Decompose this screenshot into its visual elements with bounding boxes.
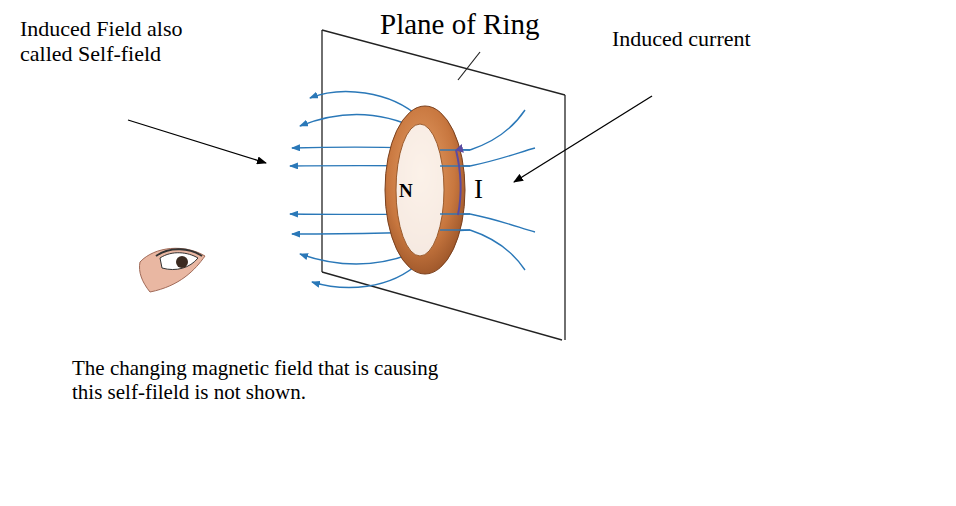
eye-icon [139,248,205,292]
field-label: Induced Field also called Self-field [20,16,183,66]
current-label: Induced current [612,26,751,51]
pole-label: N [399,180,413,201]
current-symbol-box: I [474,174,498,205]
leader-arrow [128,120,266,163]
pole-label-box: N [399,180,429,202]
current-arrow [456,150,461,215]
note-caption: The changing magnetic field that is caus… [72,356,438,404]
field-lines-front [440,150,470,230]
leader-arrow [514,96,652,182]
current-label-box: Induced current [612,26,852,51]
note-caption-box: The changing magnetic field that is caus… [72,356,447,404]
copper-ring [385,106,465,274]
plane-outline [322,30,565,340]
plane-label: Plane of Ring [380,8,540,40]
plane-label-box: Plane of Ring [380,8,640,41]
current-symbol: I [474,174,483,204]
field-label-box: Induced Field also called Self-field [20,16,235,67]
field-lines [290,92,535,288]
leader-line [458,52,480,80]
